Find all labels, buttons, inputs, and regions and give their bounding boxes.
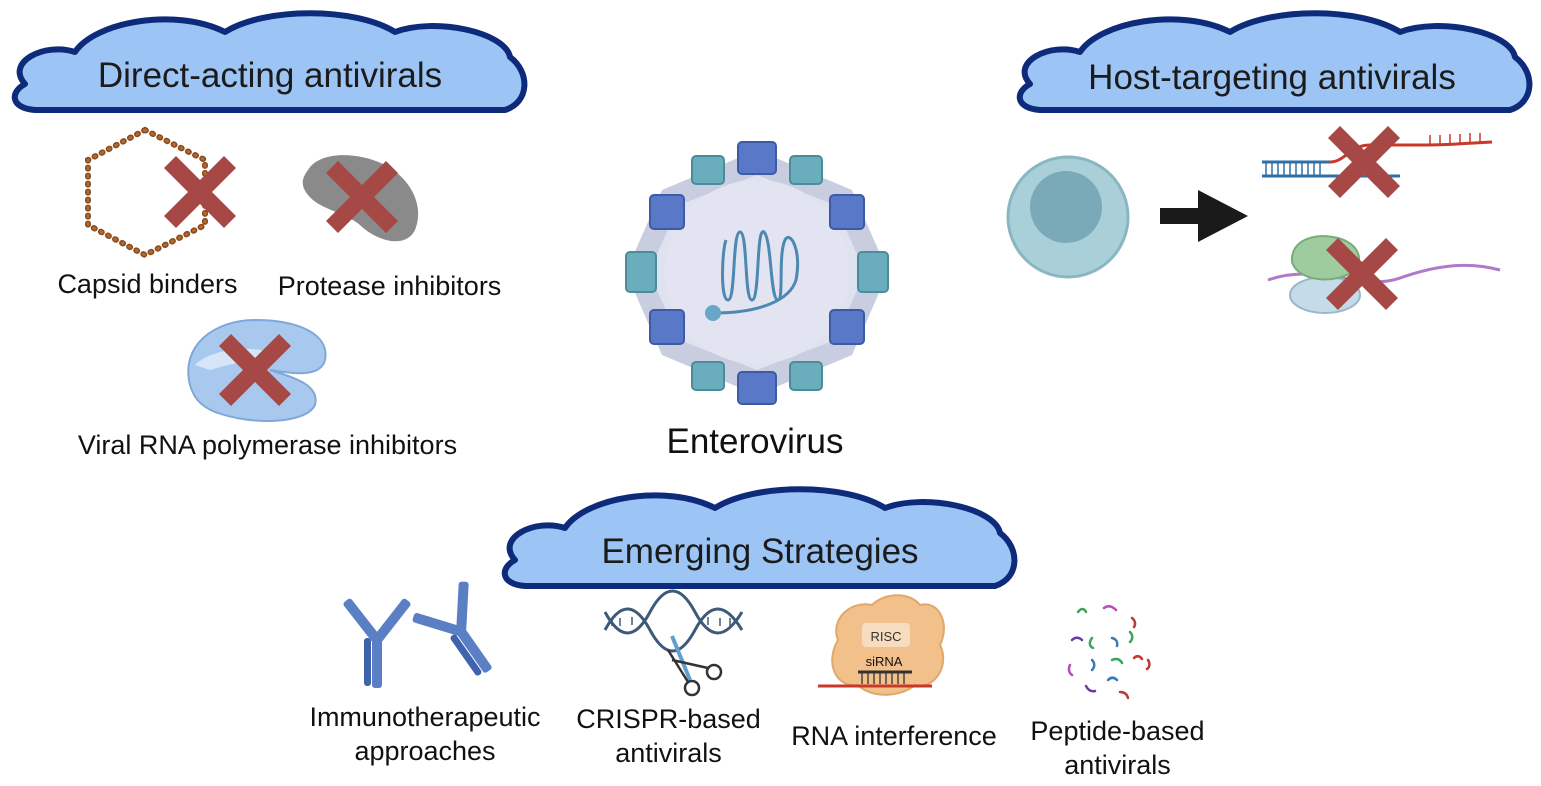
- cloud-title-emerging: Emerging Strategies: [601, 532, 919, 571]
- label-polymerase-inhibitors: Viral RNA polymerase inhibitors: [77, 430, 458, 460]
- host-cell-icon: [1006, 155, 1130, 279]
- ribosome-icon: [1267, 235, 1501, 314]
- antibody-icon: [342, 576, 518, 691]
- label-crispr: CRISPR-based antivirals: [566, 703, 771, 771]
- enterovirus-icon: [625, 141, 889, 405]
- sirna-label: siRNA: [866, 654, 903, 669]
- label-crispr-line2: antivirals: [615, 737, 722, 768]
- risc-complex-icon: RISC siRNA: [818, 594, 945, 696]
- peptides-icon: [1067, 605, 1151, 700]
- cloud-title-direct: Direct-acting antivirals: [97, 56, 443, 95]
- label-peptide-line2: antivirals: [1064, 749, 1171, 780]
- label-immuno-line1: Immunotherapeutic: [309, 702, 541, 732]
- rna-duplex-icon: [1262, 132, 1493, 192]
- label-peptide: Peptide-based antivirals: [1015, 715, 1220, 783]
- label-immunotherapeutic: Immunotherapeutic approaches: [290, 701, 560, 769]
- label-capsid-binders: Capsid binders: [57, 269, 238, 299]
- capsid-hexagon-icon: [85, 126, 230, 259]
- label-rna-interference: RNA interference: [791, 721, 997, 751]
- label-enterovirus: Enterovirus: [666, 422, 844, 461]
- label-immuno-line2: approaches: [354, 735, 496, 766]
- label-crispr-line1: CRISPR-based: [576, 704, 761, 734]
- cloud-title-host: Host-targeting antivirals: [1088, 58, 1456, 97]
- label-peptide-line1: Peptide-based: [1030, 716, 1205, 746]
- protease-blob-icon: [302, 155, 419, 242]
- dna-scissors-icon: [603, 589, 744, 697]
- polymerase-icon: [187, 318, 327, 423]
- label-protease-inhibitors: Protease inhibitors: [277, 271, 502, 301]
- arrow-right-icon: [1160, 190, 1248, 242]
- risc-label: RISC: [870, 629, 901, 644]
